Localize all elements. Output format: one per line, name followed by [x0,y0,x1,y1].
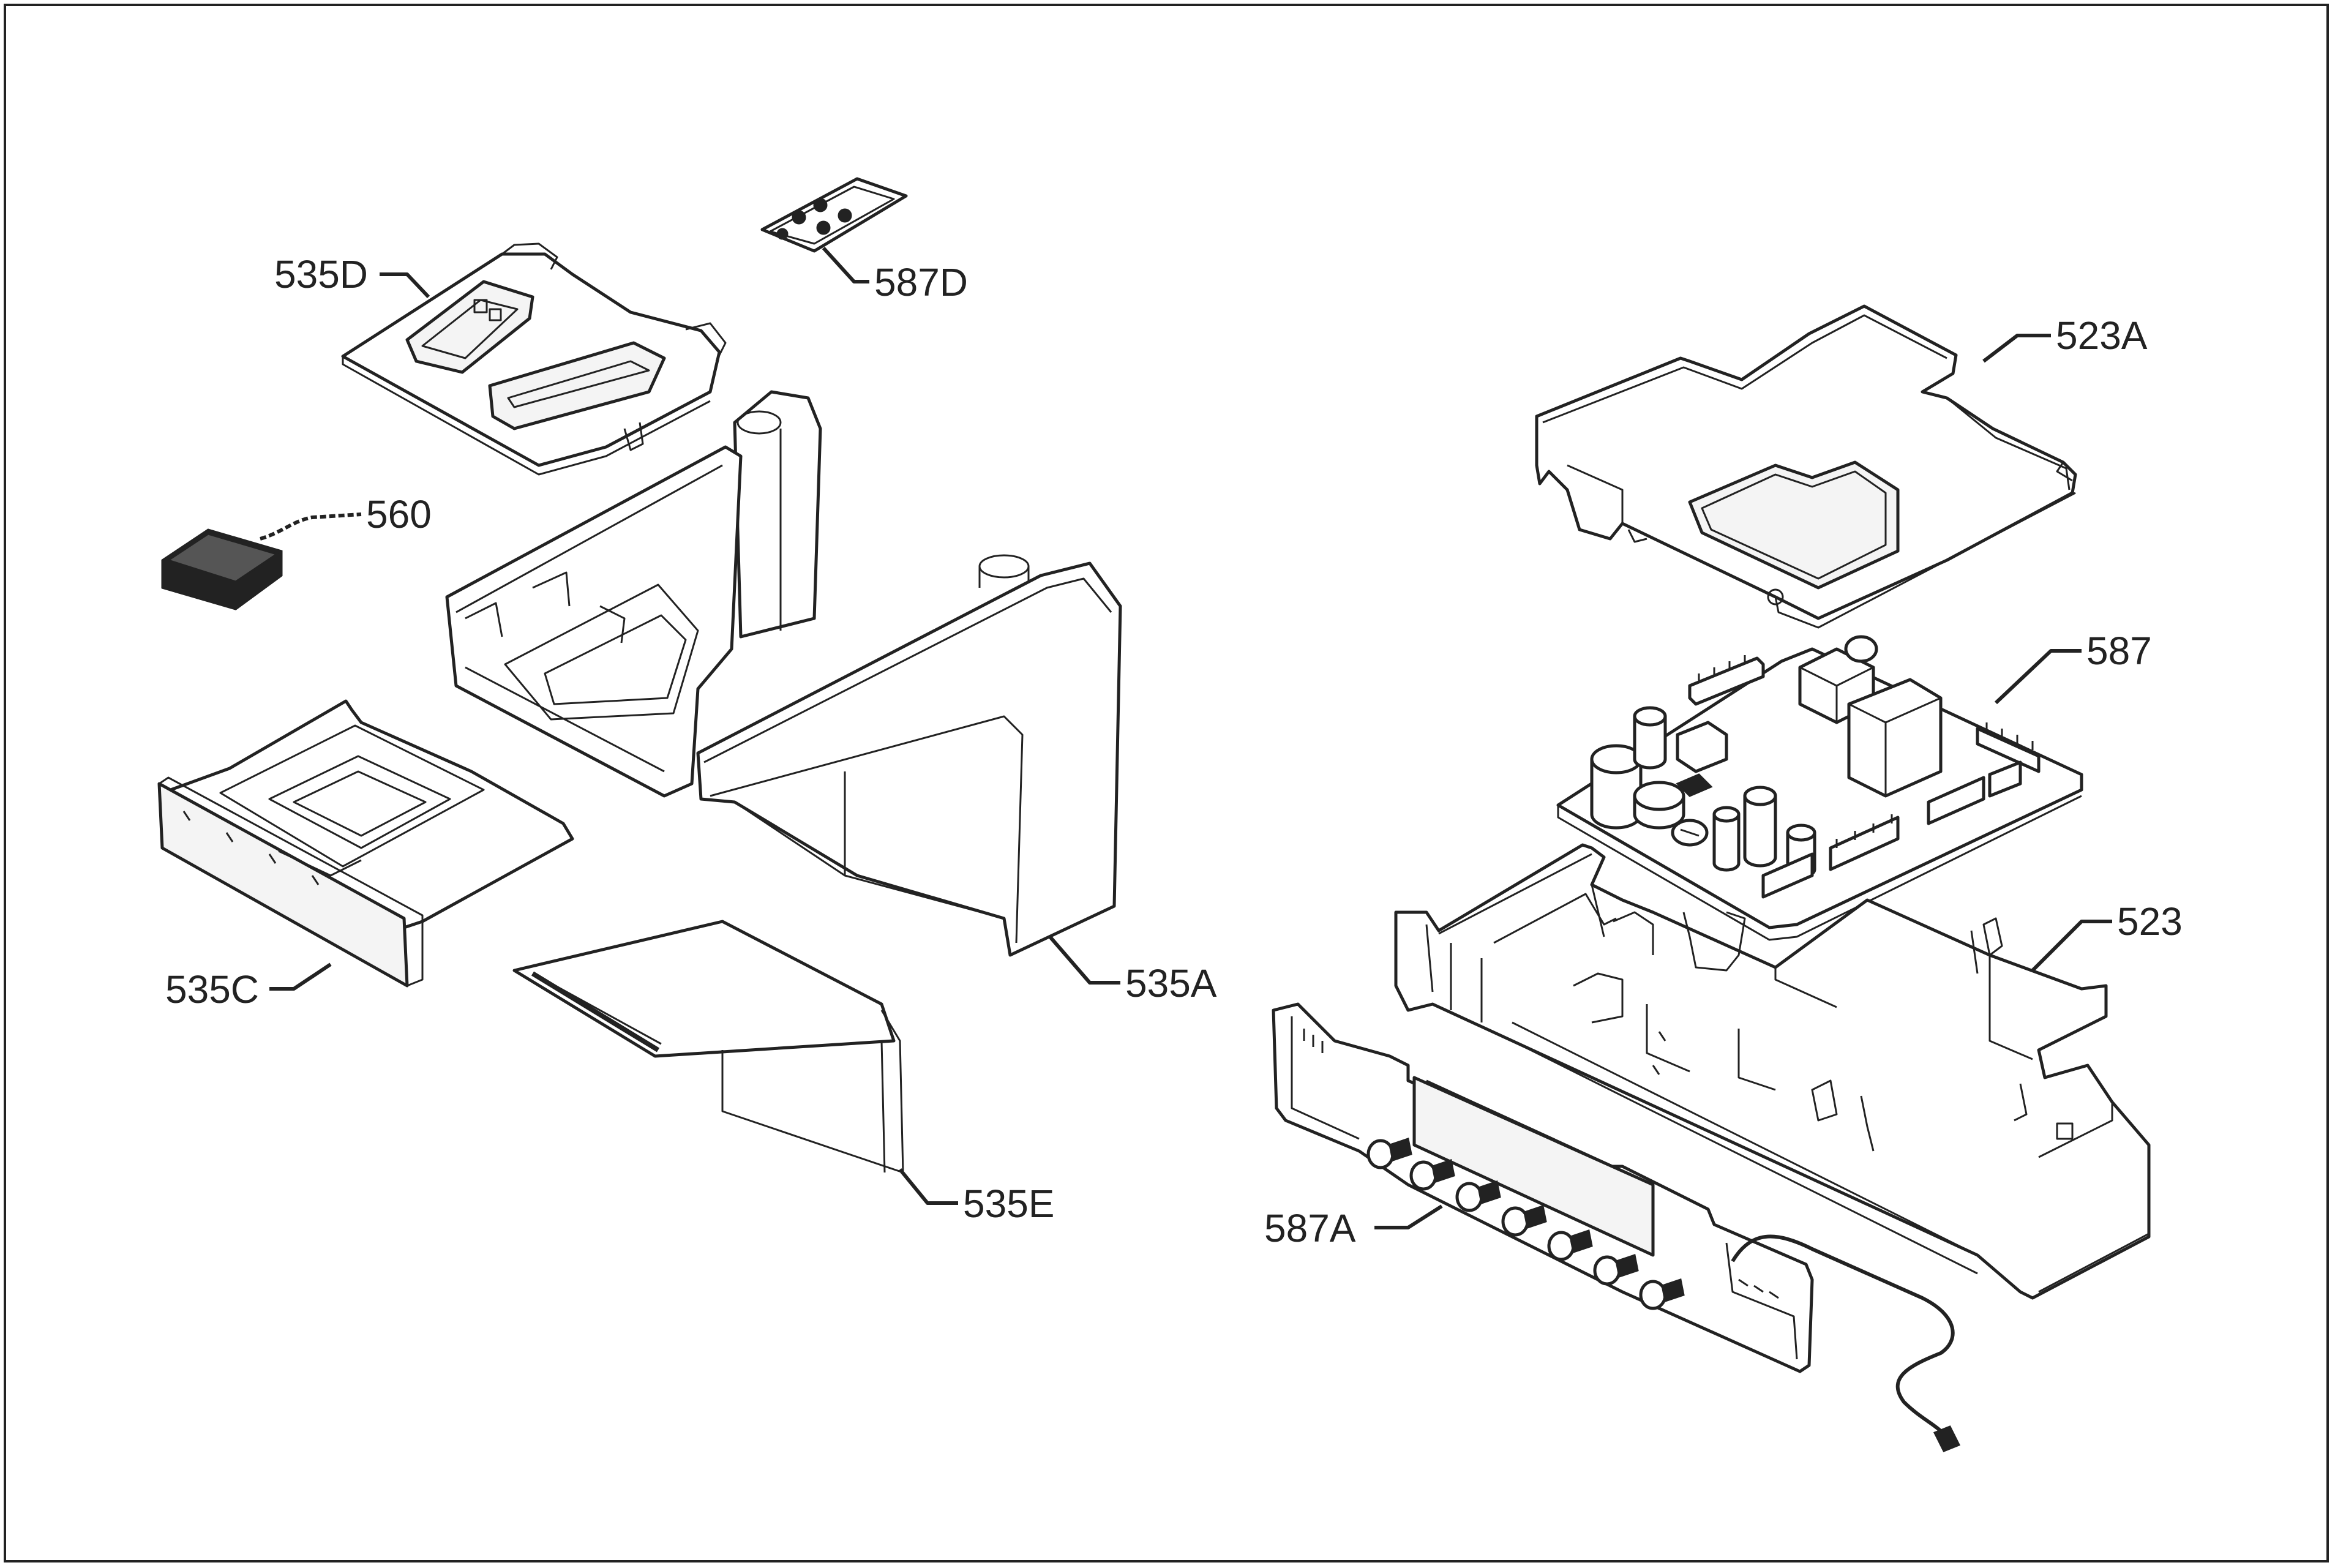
leader-535d [380,272,430,299]
part-535c-drawer [157,699,574,988]
label-587: 587 [2086,629,2152,673]
leader-523a [1982,334,2051,363]
label-535c: 535C [165,967,259,1011]
leader-523 [2031,920,2112,972]
leader-lines [260,246,2112,1229]
leader-535e [898,1168,958,1205]
label-535d: 535D [274,252,368,296]
leader-535c [269,962,332,991]
part-535d-lid [341,242,727,476]
part-560-filter [161,528,283,610]
leader-587d [822,246,869,283]
part-587d-keypad [760,177,908,253]
label-523a: 523A [2056,313,2148,358]
part-523-tray [1394,843,2151,1300]
label-523: 523 [2117,899,2183,943]
label-535a: 535A [1125,961,1217,1005]
part-587-circuit-board [1556,635,2083,941]
leader-560 [260,512,362,541]
part-labels: 535D 587D 560 535C 535A 535E 523A 587 52… [165,252,2183,1250]
leader-587a [1374,1204,1443,1229]
part-587a-control-strip [1272,1002,1961,1452]
part-535a-housing [445,390,1122,957]
leader-535a [1048,936,1120,985]
part-523a-cover [1535,304,2077,629]
control-button-group [1366,1138,1685,1310]
label-587a: 587A [1264,1206,1356,1250]
label-587d: 587D [874,260,968,304]
label-535e: 535E [963,1182,1054,1226]
leader-587 [1994,649,2082,705]
label-560: 560 [366,492,432,536]
part-535e-sheet [512,920,904,1174]
